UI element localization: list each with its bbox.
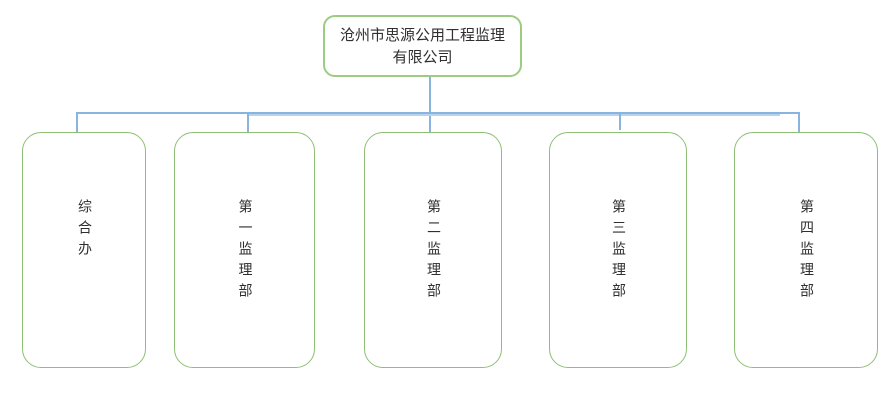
org-node-supervision-dept-4[interactable]: 第四监理部	[734, 132, 878, 368]
connector-stub-dept-1	[76, 113, 78, 133]
org-node-supervision-dept-1[interactable]: 第一监理部	[174, 132, 315, 368]
dept-label: 第二监理部	[425, 199, 441, 304]
connector-stub-dept-4	[619, 113, 621, 130]
dept-label: 综合办	[76, 199, 92, 262]
connector-horizontal-line	[76, 112, 800, 114]
connector-stub-dept-5	[798, 113, 800, 133]
connector-root-stem	[429, 77, 431, 133]
org-node-supervision-dept-3[interactable]: 第三监理部	[549, 132, 687, 368]
dept-label: 第四监理部	[798, 199, 814, 304]
dept-label: 第三监理部	[610, 199, 626, 304]
org-node-supervision-dept-2[interactable]: 第二监理部	[364, 132, 502, 368]
company-name-line-2: 有限公司	[392, 48, 453, 66]
company-name-line-1: 沧州市思源公用工程监理	[339, 26, 505, 44]
connector-horizontal-band	[247, 114, 780, 116]
connector-stub-dept-2	[247, 113, 249, 133]
org-node-company[interactable]: 沧州市思源公用工程监理 有限公司	[323, 15, 522, 77]
org-node-general-office[interactable]: 综合办	[22, 132, 146, 368]
dept-label: 第一监理部	[236, 199, 253, 304]
